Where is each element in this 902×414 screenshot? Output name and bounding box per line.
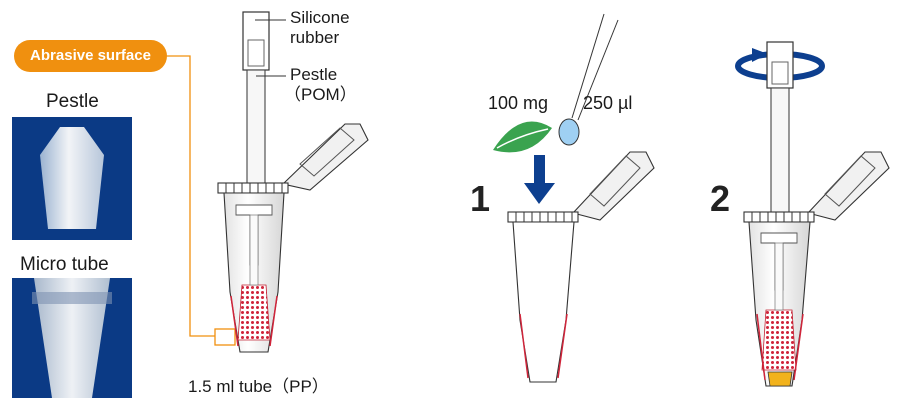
silicone-rubber-cap: [242, 11, 270, 71]
droplet-icon: [558, 118, 580, 146]
pestle-label-line1: Pestle: [290, 65, 338, 84]
pestle-photo: [12, 117, 132, 240]
tube-abrasive-surface: [230, 295, 278, 347]
tube-lid: [281, 123, 369, 191]
step-2-number: 2: [710, 178, 731, 219]
micro-tube-photo: [12, 278, 132, 398]
sample-mass-label: 100 mg: [488, 93, 549, 113]
annotated-tube-assembly: [217, 11, 369, 353]
pestle-abrasive-tip: [237, 284, 271, 341]
ground-sample: [767, 371, 793, 387]
tube-label: 1.5 ml tube（PP）: [188, 377, 329, 396]
step-1-number: 1: [470, 178, 491, 219]
down-arrow-icon: [524, 155, 555, 204]
abrasive-callout-line: [167, 55, 236, 346]
pestle-photo-label: Pestle: [46, 91, 99, 112]
leaf-icon: [493, 121, 552, 153]
buffer-volume-label: 250 µl: [583, 93, 633, 113]
silicone-label-line2: rubber: [290, 28, 340, 47]
pestle-label-line2: （POM）: [284, 85, 357, 104]
micro-tube-photo-label: Micro tube: [20, 254, 109, 275]
silicone-label-line1: Silicone: [290, 8, 350, 27]
step-2-diagram: [735, 41, 890, 387]
step-1-diagram: [493, 13, 655, 383]
abrasive-surface-badge: Abrasive surface: [14, 40, 167, 72]
